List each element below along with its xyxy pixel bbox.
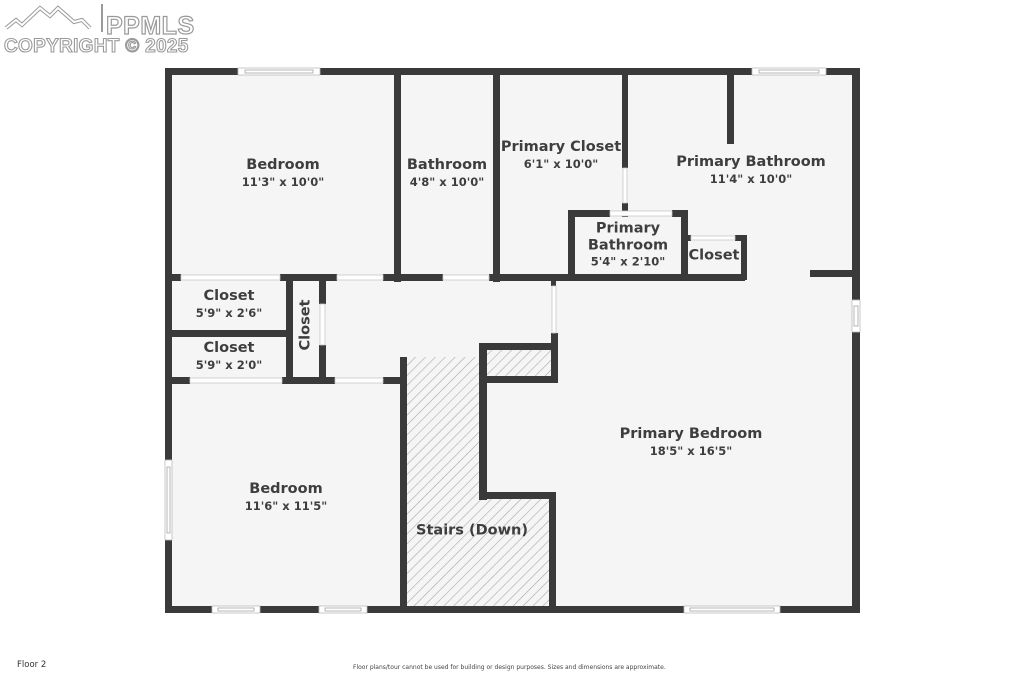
window-bottom-bedroom-1 [211, 605, 261, 614]
watermark-copyright: COPYRIGHT © 2025 [3, 35, 189, 57]
window-right-primary-bedroom [851, 299, 861, 333]
room-name: Primary Bathroom [676, 154, 826, 171]
windows [164, 67, 861, 614]
room-closet-vertical: Closet [298, 300, 315, 351]
room-closet-2: Closet 5'9" x 2'0" [196, 340, 262, 372]
watermark: PPMLS COPYRIGHT © 2025 [2, 2, 212, 60]
room-dimensions: 11'3" x 10'0" [241, 174, 325, 189]
room-dimensions: 11'6" x 11'5" [244, 498, 328, 513]
disclaimer: Floor plans/tour cannot be used for buil… [353, 664, 666, 671]
room-name: Primary Closet [500, 139, 622, 156]
room-name: Bedroom [249, 481, 323, 498]
room-primary-bathroom: Primary Bathroom 11'4" x 10'0" [676, 154, 826, 186]
stairs-landing-hatch [485, 346, 555, 377]
room-name: Closet [688, 247, 740, 264]
room-dimensions: 6'1" x 10'0" [523, 156, 599, 171]
room-name: Bathroom [406, 157, 488, 174]
room-bedroom-1: Bedroom 11'3" x 10'0" [242, 157, 324, 189]
room-name: Primary Bedroom [619, 426, 763, 443]
room-dimensions: 5'4" x 2'10" [590, 255, 666, 270]
room-bathroom: Bathroom 4'8" x 10'0" [407, 157, 487, 189]
room-dimensions: 11'4" x 10'0" [709, 171, 793, 186]
room-name: Bedroom [246, 157, 320, 174]
room-name: Stairs (Down) [416, 522, 528, 539]
room-primary-bathroom-small: Primary Bathroom 5'4" x 2'10" [588, 221, 668, 270]
room-name-line1: Primary [595, 220, 661, 237]
room-dimensions: 4'8" x 10'0" [409, 174, 485, 189]
mountain-logo-icon [4, 4, 103, 32]
room-primary-bedroom: Primary Bedroom 18'5" x 16'5" [620, 426, 763, 458]
room-primary-closet: Primary Closet 6'1" x 10'0" [501, 139, 621, 171]
room-name: Closet [203, 340, 255, 357]
walls [165, 68, 860, 613]
room-dimensions: 5'9" x 2'0" [195, 357, 263, 372]
room-name-line2: Bathroom [587, 237, 669, 254]
room-name: Closet [203, 288, 255, 305]
floor-label: Floor 2 [17, 660, 47, 670]
room-bedroom-2: Bedroom 11'6" x 11'5" [245, 481, 327, 513]
window-bottom-bedroom-2 [318, 605, 368, 614]
window-top-bedroom [237, 67, 321, 76]
room-dimensions: 5'9" x 2'6" [195, 305, 263, 320]
window-left-bedroom [164, 459, 173, 541]
room-stairs: Stairs (Down) [416, 523, 528, 540]
room-closet-primary: Closet [689, 248, 740, 265]
room-dimensions: 18'5" x 16'5" [649, 443, 733, 458]
window-top-primary-bathroom [751, 67, 827, 76]
room-closet-1: Closet 5'9" x 2'6" [196, 288, 262, 320]
window-bottom-primary-bedroom [683, 605, 781, 614]
doorways [180, 167, 736, 384]
stairs-hatch [404, 357, 552, 608]
room-name: Closet [297, 299, 314, 351]
watermark-brand: PPMLS [105, 11, 195, 40]
